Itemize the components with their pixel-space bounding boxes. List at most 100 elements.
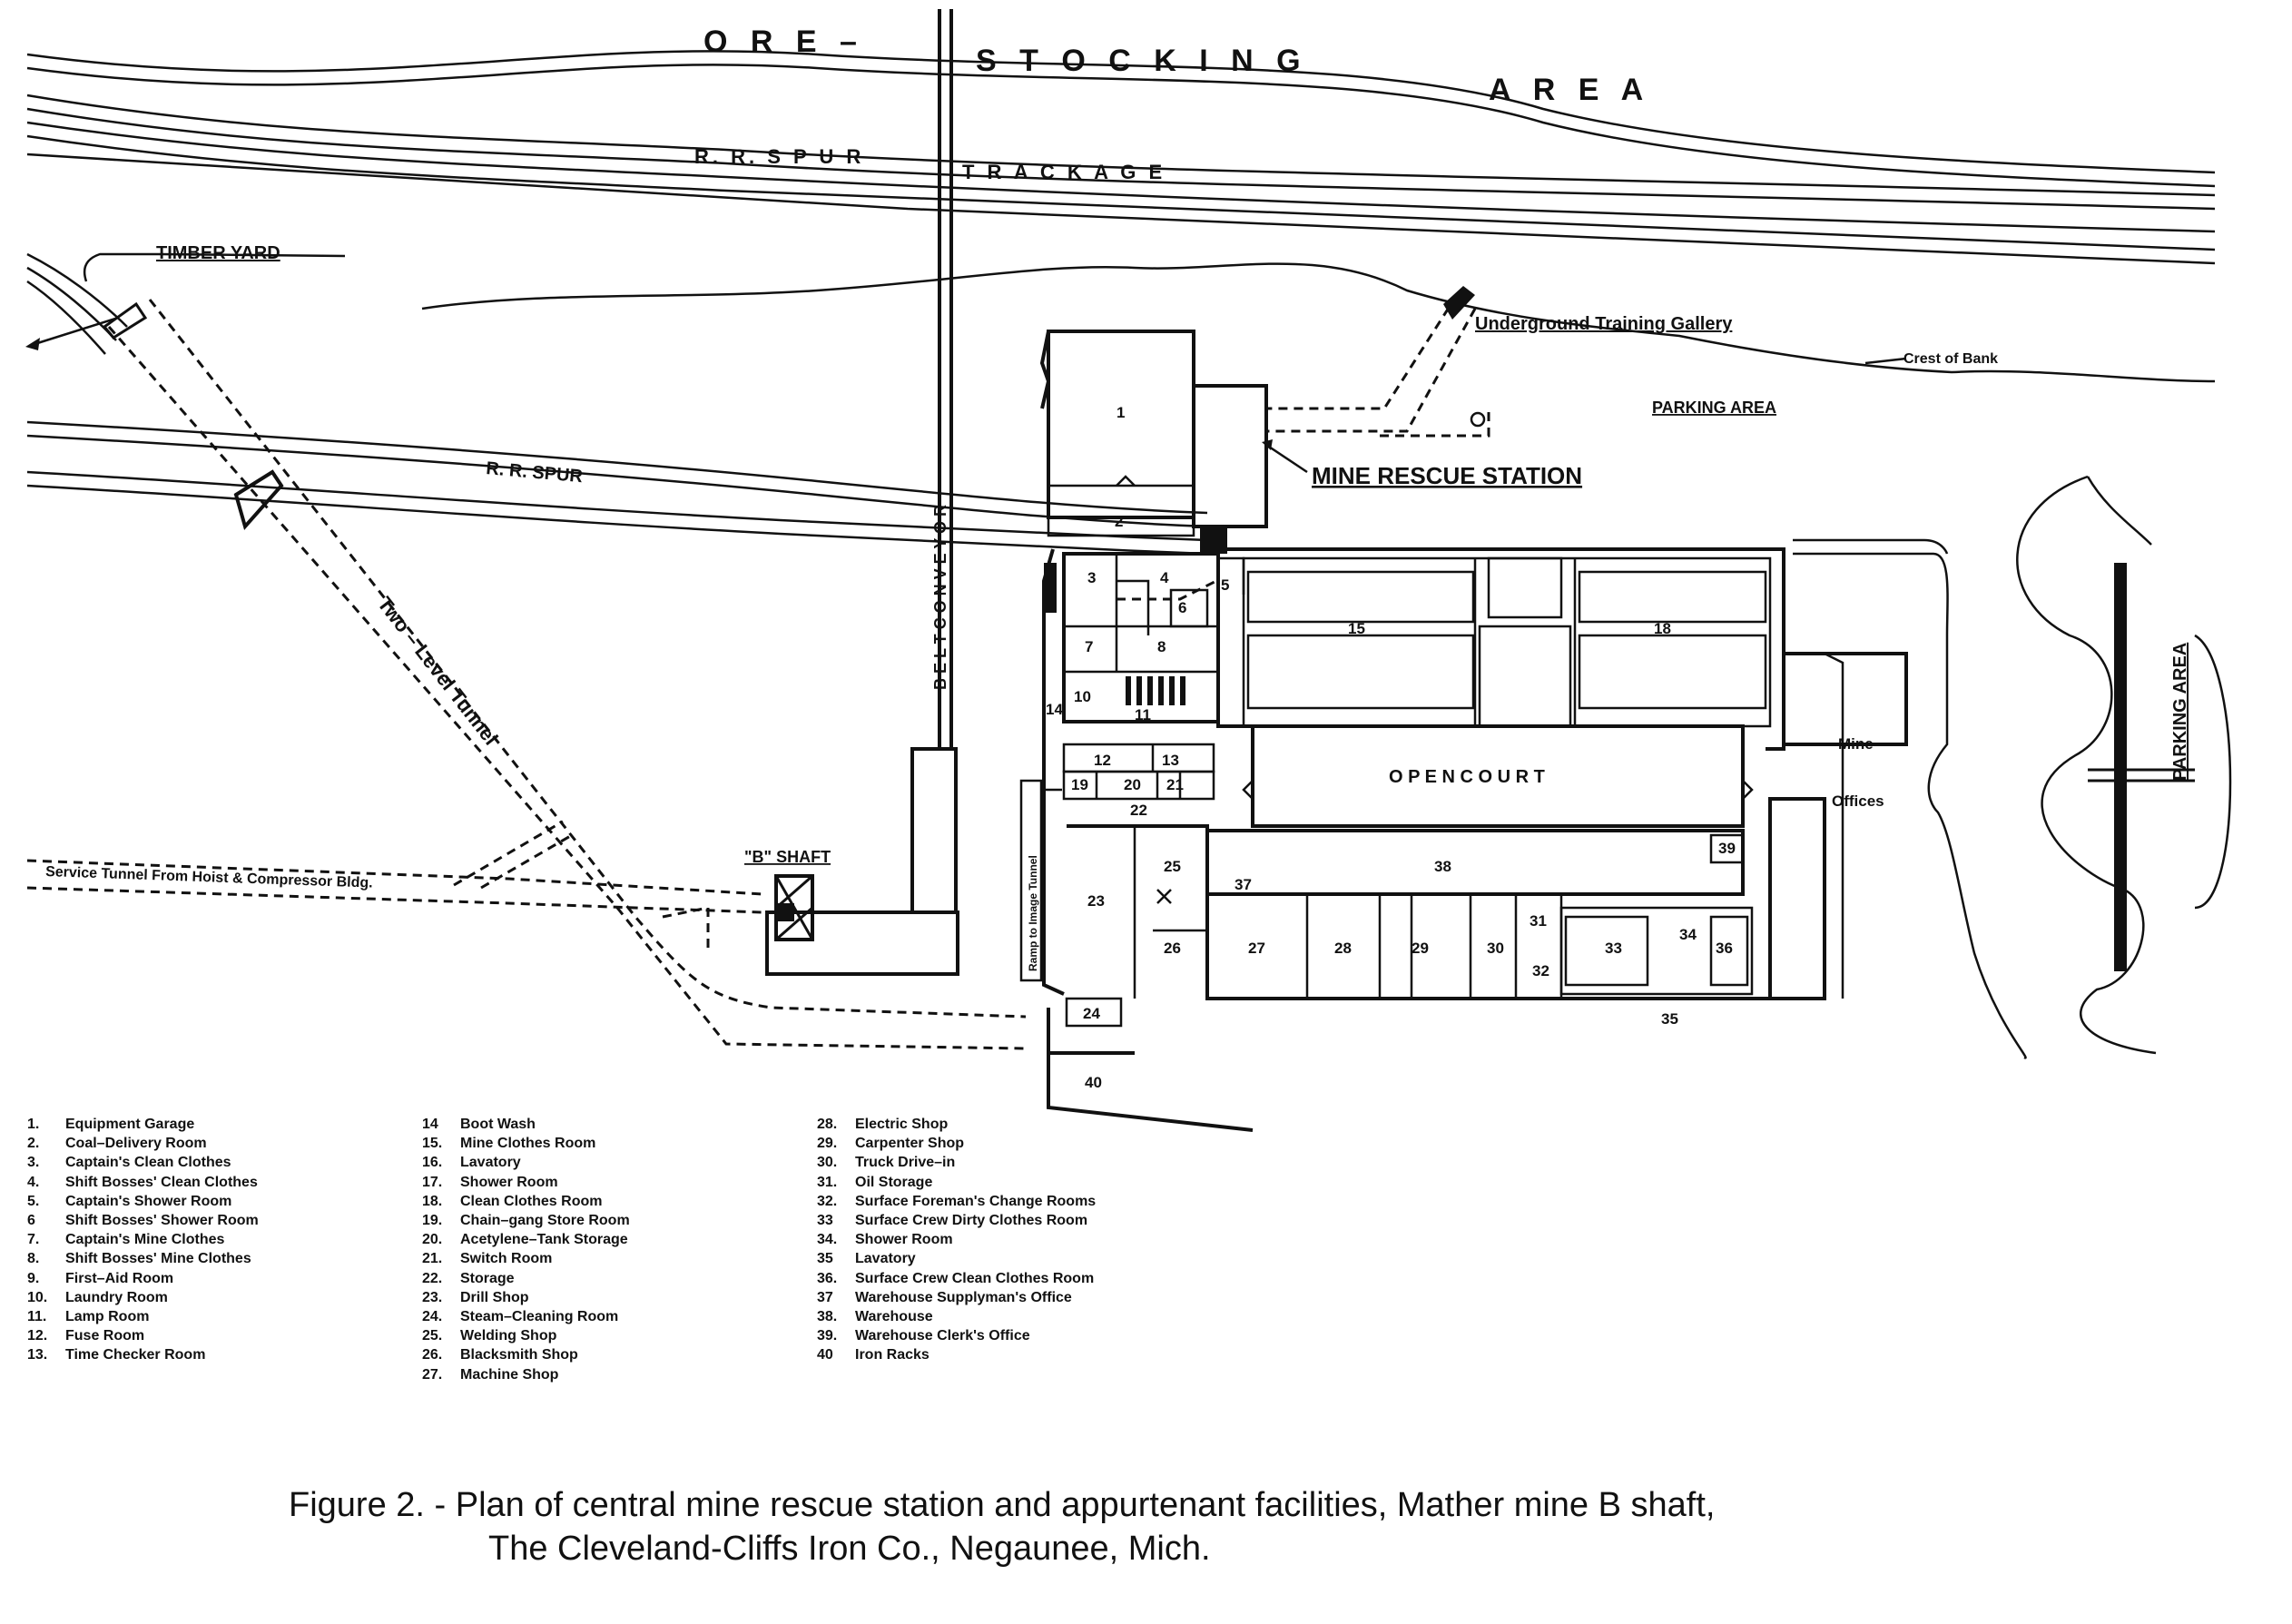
legend-item: 18.Clean Clothes Room: [422, 1193, 603, 1209]
room-12: 12: [1094, 752, 1111, 769]
label-ramp: Ramp to Image Tunnel: [1027, 855, 1039, 971]
legend-item: 38.Warehouse: [817, 1309, 933, 1325]
room-36: 36: [1716, 940, 1733, 957]
room-26: 26: [1164, 940, 1181, 957]
timber-yard-leader: [158, 252, 346, 258]
room-29: 29: [1412, 940, 1429, 957]
room-24: 24: [1083, 1005, 1100, 1022]
label-two-level-tunnel: Two – Level Tunnel: [373, 593, 503, 750]
room-2: 2: [1115, 513, 1123, 530]
label-mine-rescue-station: MINE RESCUE STATION: [1312, 462, 1582, 489]
caption-line-1: Figure 2. - Plan of central mine rescue …: [289, 1486, 1716, 1524]
room-20: 20: [1124, 776, 1141, 793]
main-building: [1039, 330, 2027, 1132]
room-3: 3: [1087, 569, 1096, 586]
legend-item: 9.First–Aid Room: [27, 1270, 174, 1286]
locker-rows-15: [1246, 570, 1475, 710]
lamp-room-racks: [1126, 676, 1185, 705]
room-25: 25: [1164, 858, 1181, 875]
timber-yard-tracks: [25, 252, 159, 355]
room-15: 15: [1348, 620, 1365, 637]
legend-item: 24.Steam–Cleaning Room: [422, 1309, 619, 1325]
room-14: 14: [1046, 701, 1063, 718]
legend-item: 23.Drill Shop: [422, 1289, 529, 1305]
label-rr-spur-top: R. R. S P U R: [694, 145, 864, 168]
room-13: 13: [1162, 752, 1179, 769]
room-32: 32: [1532, 962, 1549, 979]
room-4: 4: [1160, 569, 1169, 586]
label-training-gallery: Underground Training Gallery: [1475, 314, 1733, 334]
legend-item: 32.Surface Foreman's Change Rooms: [817, 1193, 1097, 1209]
label-rr-spur-mid: R. R. SPUR: [486, 458, 585, 487]
right-parking-loop: [2016, 475, 2232, 1055]
legend-column-1: 1.Equipment Garage 2.Coal–Delivery Room …: [27, 1115, 259, 1365]
legend-item: 34.Shower Room: [817, 1232, 953, 1248]
room-40: 40: [1085, 1074, 1102, 1091]
room-31: 31: [1530, 912, 1547, 930]
belt-conveyor: [910, 9, 958, 914]
legend-item: 22.Storage: [422, 1270, 515, 1286]
legend-item: 39.Warehouse Clerk's Office: [817, 1328, 1030, 1344]
legend-item: 21.Switch Room: [422, 1251, 553, 1267]
room-35: 35: [1661, 1010, 1678, 1028]
legend-item: 36.Surface Crew Clean Clothes Room: [817, 1270, 1095, 1286]
label-trackage: T R A C K A G E: [962, 161, 1166, 183]
room-30: 30: [1487, 940, 1504, 957]
room-34: 34: [1679, 926, 1697, 943]
legend-item: 25.Welding Shop: [422, 1328, 557, 1344]
legend-item: 29.Carpenter Shop: [817, 1136, 965, 1152]
legend-item: 3.Captain's Clean Clothes: [27, 1155, 231, 1171]
room-11: 11: [1135, 706, 1151, 723]
room-22: 22: [1130, 802, 1147, 819]
room-37: 37: [1235, 876, 1252, 893]
legend-item: 19.Chain–gang Store Room: [422, 1213, 630, 1229]
room-38: 38: [1434, 858, 1451, 875]
room-1: 1: [1116, 404, 1125, 421]
label-crest-of-bank: Crest of Bank: [1903, 351, 1998, 367]
figure-caption: Figure 2. - Plan of central mine rescue …: [289, 1483, 2013, 1570]
label-open-court: O P E N C O U R T: [1389, 767, 1545, 787]
label-area-top: A R E A: [1489, 73, 1650, 107]
legend-item: 11.Lamp Room: [27, 1309, 150, 1325]
legend-item: 16.Lavatory: [422, 1155, 521, 1171]
room-18: 18: [1654, 620, 1671, 637]
label-service-tunnel: Service Tunnel From Hoist & Compressor B…: [45, 864, 373, 891]
rr-spur-middle: [26, 420, 1208, 556]
label-ore: O R E –: [703, 25, 864, 59]
legend-item: 30.Truck Drive–in: [817, 1155, 956, 1171]
room-28: 28: [1334, 940, 1352, 957]
legend-item: 13.Time Checker Room: [27, 1347, 206, 1363]
legend-item: 12.Fuse Room: [27, 1328, 145, 1344]
label-timber-yard: TIMBER YARD: [156, 243, 280, 263]
mine-rescue-leader: [1265, 443, 1308, 474]
room-7: 7: [1085, 638, 1093, 655]
legend-item: 27.Machine Shop: [422, 1366, 559, 1383]
legend-item: 17.Shower Room: [422, 1174, 558, 1190]
room-21: 21: [1166, 776, 1184, 793]
legend-item: 20.Acetylene–Tank Storage: [422, 1232, 628, 1248]
legend-item: 15.Mine Clothes Room: [422, 1136, 596, 1152]
legend-item: 8.Shift Bosses' Mine Clothes: [27, 1251, 251, 1267]
label-mine-offices-2: Offices: [1832, 792, 1884, 810]
locker-rows-18: [1578, 570, 1767, 710]
legend-item: 31.Oil Storage: [817, 1174, 933, 1190]
legend-item: 1.Equipment Garage: [27, 1117, 195, 1132]
room-27: 27: [1248, 940, 1265, 957]
room-39: 39: [1718, 840, 1736, 857]
service-tunnel: [26, 820, 763, 953]
label-parking-area-top: PARKING AREA: [1652, 399, 1776, 417]
b-shaft: [765, 874, 959, 976]
label-parking-area-right: PARKING AREA: [2170, 643, 2190, 781]
caption-line-2: The Cleveland-Cliffs Iron Co., Negaunee,…: [488, 1530, 1211, 1568]
room-10: 10: [1074, 688, 1091, 705]
label-stocking: S T O C K I N G: [976, 44, 1308, 78]
label-mine-offices-1: Mine: [1838, 735, 1874, 753]
room-legend: 1.Equipment Garage 2.Coal–Delivery Room …: [27, 1115, 1207, 1405]
legend-item: 5.Captain's Shower Room: [27, 1193, 232, 1209]
two-level-tunnel: [102, 299, 1027, 1050]
